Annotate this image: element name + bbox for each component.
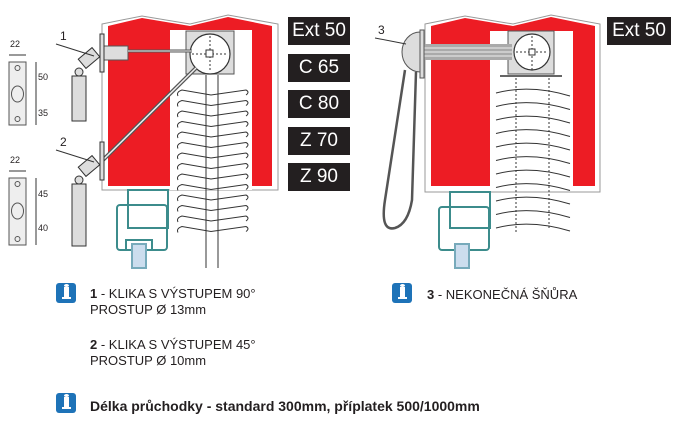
slat: [177, 110, 249, 118]
plate-2-width: 22: [10, 155, 20, 165]
slats-left: [177, 89, 249, 233]
note-3-title: - NEKONEČNÁ ŠŇŮRA: [434, 287, 578, 302]
slat: [495, 223, 571, 232]
profile-label-z90: Z 90: [288, 163, 350, 191]
slat: [177, 89, 249, 97]
plate-1-width: 22: [10, 39, 20, 49]
slat: [177, 183, 249, 191]
note-2: 2 - KLIKA S VÝSTUPEM 45° PROSTUP Ø 10mm: [90, 337, 256, 369]
plate-2-upper: 45: [38, 189, 48, 199]
handle-1: [71, 33, 105, 122]
slat: [495, 115, 571, 124]
slat: [177, 194, 249, 202]
slat: [177, 204, 249, 212]
info-icon: [392, 283, 412, 303]
profile-label-c80: C 80: [288, 90, 350, 118]
slat: [495, 196, 571, 205]
slat: [177, 162, 249, 170]
slat: [177, 120, 249, 128]
note-bottom: Délka průchodky - standard 300mm, přípla…: [90, 398, 480, 414]
plate-1-lower: 35: [38, 108, 48, 118]
slat: [177, 141, 249, 149]
slat: [177, 225, 249, 233]
slat: [495, 88, 571, 97]
slat: [177, 131, 249, 139]
note-2-title: - KLIKA S VÝSTUPEM 45°: [97, 337, 256, 352]
slat: [495, 102, 571, 110]
note-1-title: - KLIKA S VÝSTUPEM 90°: [97, 286, 256, 301]
slat: [495, 142, 571, 151]
slat: [177, 173, 249, 181]
profile-label-z70: Z 70: [288, 127, 350, 155]
callout-1: 1: [60, 29, 67, 43]
slat: [177, 99, 249, 107]
note-1-number: 1: [90, 286, 98, 301]
left-housing: [101, 14, 279, 268]
info-icon: [56, 283, 76, 303]
profile-label-c65: C 65: [288, 54, 350, 82]
slat: [177, 215, 249, 223]
note-2-detail: PROSTUP Ø 10mm: [90, 353, 207, 368]
note-1-detail: PROSTUP Ø 13mm: [90, 302, 207, 317]
slat: [495, 210, 571, 218]
profile-label-ext50: Ext 50: [288, 17, 350, 45]
right-housing: [420, 14, 601, 232]
note-3: 3 - NEKONEČNÁ ŠŇŮRA: [427, 287, 577, 303]
callout-line-1: [55, 43, 95, 57]
window-frame-left: [116, 189, 169, 269]
window-frame-right: [438, 191, 491, 269]
callout-line-2: [55, 149, 95, 163]
endless-cord: [382, 69, 418, 230]
profile-label-ext50-right: Ext 50: [607, 17, 671, 45]
note-3-number: 3: [427, 287, 435, 302]
mounting-plate-2: 22 45 40: [8, 155, 48, 246]
note-2-number: 2: [90, 337, 98, 352]
plate-1-upper: 50: [38, 72, 48, 82]
slat: [495, 169, 571, 178]
callout-line-3: [374, 37, 407, 45]
slats-right: [495, 88, 571, 232]
cord-ring: [401, 29, 425, 79]
mounting-plate-1: 22 50 35: [8, 39, 48, 126]
slat: [177, 152, 249, 160]
slat: [495, 183, 571, 191]
handle-2: [71, 141, 105, 247]
slat: [495, 156, 571, 164]
info-icon: [56, 393, 76, 413]
slat: [495, 129, 571, 137]
callout-2: 2: [60, 135, 67, 149]
callout-3: 3: [378, 23, 385, 37]
plate-2-lower: 40: [38, 223, 48, 233]
note-1: 1 - KLIKA S VÝSTUPEM 90° PROSTUP Ø 13mm: [90, 286, 256, 318]
